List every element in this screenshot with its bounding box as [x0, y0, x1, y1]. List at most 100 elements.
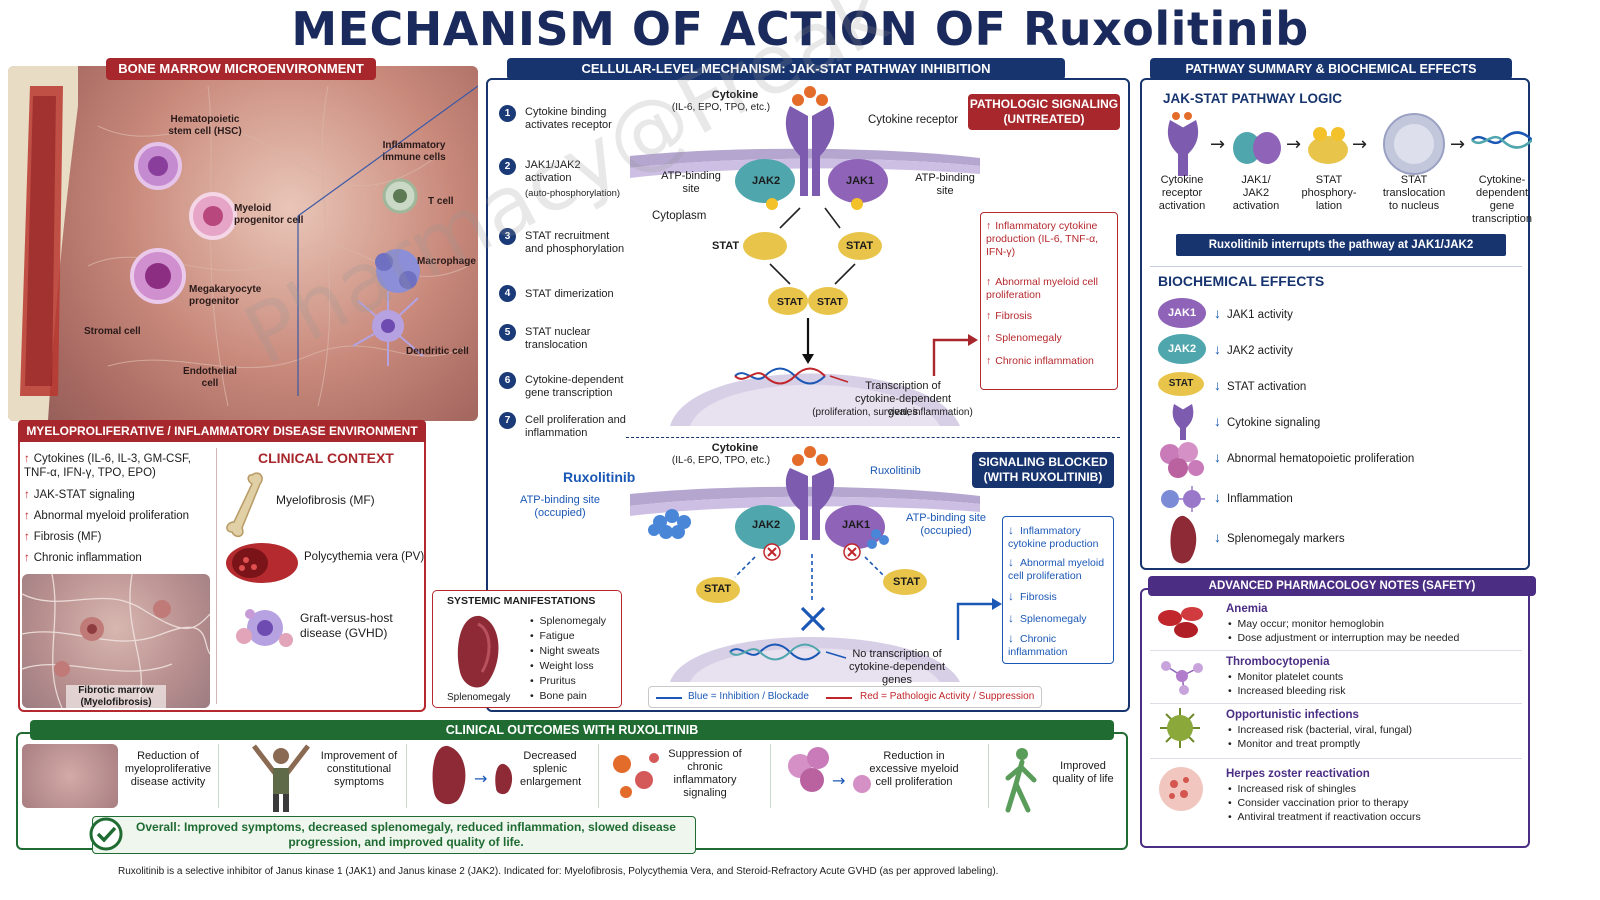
myeloid-cells-icon: → [788, 747, 871, 793]
signaling-blocked-badge: SIGNALING BLOCKED (WITH RUXOLITINIB) [972, 452, 1114, 488]
jak1-label: JAK1 [846, 175, 875, 187]
top-receptor-label: Cytokine receptor [868, 114, 959, 126]
svg-text:→: → [1352, 134, 1367, 155]
label-inflammatory-cells: Inflammatory immune cells [382, 140, 446, 163]
step-text: Cytokine-dependent gene transcription [525, 374, 624, 399]
spleen-shrink-icon: → [432, 745, 513, 805]
jak1-chip: JAK1 [1158, 298, 1206, 328]
ruxolitinib-label: Ruxolitinib [563, 469, 636, 485]
bone-icon [226, 472, 263, 538]
safety-title: Anemia [1226, 603, 1268, 615]
bottom-atp-right: ATP-binding site (occupied) [906, 512, 986, 537]
top-cytokine-label: Cytokine [711, 89, 759, 101]
herpes-zoster-icon [1159, 767, 1203, 811]
step-text: JAK1/JAK2 activation [525, 159, 581, 184]
disease-env-item: ↑Fibrosis (MF) [24, 531, 102, 543]
spleen-small-icon [1170, 515, 1197, 564]
pathway-logic-title: JAK-STAT PATHWAY LOGIC [1163, 91, 1343, 106]
pathway-step-1: Cytokine receptor activation [1158, 174, 1206, 212]
biochemical-effects-title: BIOCHEMICAL EFFECTS [1158, 273, 1325, 289]
label-tcell: T cell [428, 196, 454, 207]
immune-cell-cluster-icon [236, 609, 293, 647]
interrupt-banner: Ruxolitinib interrupts the pathway at JA… [1176, 234, 1506, 256]
clinical-gvhd: Graft-versus-host disease (GVHD) [300, 611, 393, 640]
pathway-logic-icons: → → → → [1167, 112, 1532, 176]
step-number: 4 [499, 285, 516, 302]
ruxolitinib-small-label: Ruxolitinib [870, 465, 921, 477]
step-text: STAT nuclear translocation [525, 326, 591, 351]
clinical-polycythemia: Polycythemia vera (PV) [304, 551, 425, 563]
overall-summary-box [92, 816, 696, 854]
bone-marrow-illustration [8, 66, 478, 421]
outcome-text: Improvement of constitutional symptoms [320, 750, 398, 788]
label-endothelial: Endothelial cell [183, 366, 237, 389]
label-megakaryocyte: Megakaryocyte progenitor [189, 284, 262, 307]
stat-chip: STAT [1158, 372, 1204, 396]
pathway-step-5: Cytokine- dependent gene transcription [1472, 174, 1532, 225]
svg-text:→: → [1450, 134, 1465, 155]
receptor-icon [1172, 404, 1194, 440]
clinical-context-title: CLINICAL CONTEXT [258, 450, 394, 466]
bottom-jak1-label: JAK1 [842, 519, 871, 531]
disease-environment-header: MYELOPROLIFERATIVE / INFLAMMATORY DISEAS… [18, 420, 426, 442]
cell-cluster-icon [1160, 442, 1204, 478]
cytoplasm-label: Cytoplasm [652, 210, 707, 222]
person-celebrating-icon [252, 744, 310, 812]
outcome-text: Reduction in excessive myeloid cell prol… [869, 750, 959, 788]
pathway-step-2: JAK1/ JAK2 activation [1232, 174, 1280, 212]
bottom-stat-left: STAT [704, 583, 732, 595]
safety-header: ADVANCED PHARMACOLOGY NOTES (SAFETY) [1148, 576, 1536, 596]
outcome-text: Improved quality of life [1052, 760, 1114, 785]
inflammatory-cells-icon [613, 753, 659, 798]
outcome-text: Suppression of chronic inflammatory sign… [668, 748, 742, 799]
legend-red: Red = Pathologic Activity / Suppression [860, 691, 1035, 702]
cellular-mechanism-header: CELLULAR-LEVEL MECHANISM: JAK-STAT PATHW… [507, 58, 1065, 80]
footer-note: Ruxolitinib is a selective inhibitor of … [118, 866, 999, 877]
step-text: Cytokine binding activates receptor [525, 106, 612, 131]
step-text: Cell proliferation and inflammation [525, 414, 626, 439]
transcription-sub: (proliferation, survival, inflammation) [812, 407, 973, 418]
bottom-stat-right: STAT [893, 576, 921, 588]
bottom-cytokine-label: Cytokine [711, 442, 759, 454]
step-number: 3 [499, 228, 516, 245]
step-number: 1 [499, 105, 516, 122]
check-circle-icon [89, 817, 123, 851]
blood-vessel-icon [226, 543, 298, 583]
legend-blue: Blue = Inhibition / Blockade [688, 691, 809, 702]
step-text: STAT recruitment and phosphorylation [525, 230, 625, 255]
outcome-text: Reduction of myeloproliferative disease … [124, 750, 212, 788]
label-myeloid: Myeloid progenitor cell [234, 203, 304, 226]
jak2-chip: JAK2 [1158, 334, 1206, 364]
stat-dimer-right: STAT [817, 296, 843, 308]
bone-marrow-art [8, 66, 478, 421]
virus-icon [1160, 708, 1200, 748]
stat-dimer-left: STAT [777, 296, 803, 308]
step-text: STAT dimerization [525, 288, 614, 300]
top-atp-right: ATP-binding site [915, 172, 975, 197]
fibrotic-marrow-label: Fibrotic marrow (Myelofibrosis) [66, 685, 166, 709]
bottom-cytokine-sub: (IL-6, EPO, TPO, etc.) [671, 455, 771, 466]
red-blood-cells-icon [1158, 607, 1203, 638]
spleen-label: Splenomegaly [447, 692, 511, 703]
bone-marrow-header: BONE MARROW MICROENVIRONMENT [106, 58, 376, 80]
pathologic-signaling-diagram [630, 86, 980, 426]
systemic-title: SYSTEMIC MANIFESTATIONS [447, 595, 596, 607]
safety-title: Opportunistic infections [1226, 709, 1359, 721]
stat-label-right: STAT [846, 240, 874, 252]
step-number: 5 [499, 324, 516, 341]
inflammation-icon [1161, 486, 1205, 512]
outcome-marrow-image [22, 744, 118, 808]
page-title: MECHANISM OF ACTION OF Ruxolitinib [291, 2, 1309, 56]
diagram-legend [648, 686, 1042, 708]
svg-text:→: → [1210, 134, 1225, 155]
walking-person-icon [1005, 748, 1037, 813]
red-arrow-icon [932, 334, 978, 376]
bottom-jak2-label: JAK2 [752, 519, 781, 531]
step-number: 2 [499, 158, 516, 175]
overall-summary: Overall: Improved symptoms, decreased sp… [136, 820, 676, 849]
safety-title: Thrombocytopenia [1226, 656, 1330, 668]
no-transcription-label: No transcription of cytokine-dependent g… [848, 648, 945, 686]
top-atp-left: ATP-binding site [661, 170, 721, 195]
label-dendritic: Dendritic cell [406, 346, 469, 357]
step-number: 6 [499, 372, 516, 389]
